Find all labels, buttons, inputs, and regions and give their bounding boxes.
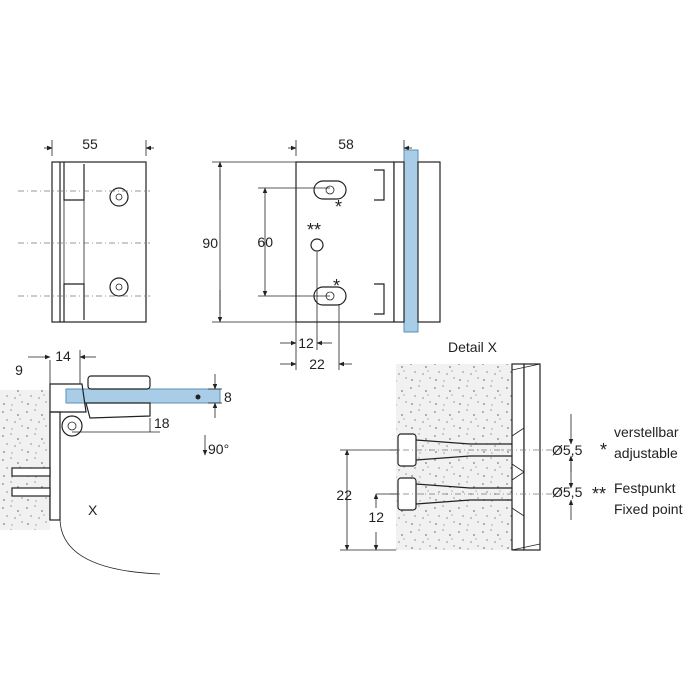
side-height-dim: 90 xyxy=(202,235,218,251)
top-dim-18: 18 xyxy=(154,415,170,431)
legend-star-2: ** xyxy=(592,484,606,504)
hinge-pivot xyxy=(61,415,83,437)
top-dim-9: 9 xyxy=(15,362,23,378)
top-view: 14 9 8 18 90° X xyxy=(0,348,232,575)
diameter-dim-1: Ø5,5 xyxy=(552,442,583,458)
top-dim-14: 14 xyxy=(55,348,71,364)
top-dim-8: 8 xyxy=(224,389,232,405)
legend-adjustable-en: adjustable xyxy=(614,445,678,461)
legend-fixed-de: Festpunkt xyxy=(614,480,676,496)
detail-dim-12: 12 xyxy=(368,509,384,525)
side-width-dim: 58 xyxy=(338,136,354,152)
detail-dim-22: 22 xyxy=(336,487,352,503)
adjustable-mark-top: * xyxy=(335,197,342,217)
front-view: 55 xyxy=(18,136,154,323)
fixed-mark: ** xyxy=(307,220,321,240)
detail-title: Detail X xyxy=(448,339,498,355)
fixed-hole xyxy=(310,238,324,252)
detail-marker-x: X xyxy=(88,502,98,518)
offset-dim-12: 12 xyxy=(298,335,314,351)
diameter-dim-2: Ø5,5 xyxy=(552,484,583,500)
opening-angle: 90° xyxy=(208,441,229,457)
front-hole-top xyxy=(109,187,129,207)
legend-adjustable-de: verstellbar xyxy=(614,424,679,440)
offset-dim-22: 22 xyxy=(309,356,325,372)
legend-fixed-en: Fixed point xyxy=(614,501,683,517)
adjustable-mark-bottom: * xyxy=(333,276,340,296)
front-width-dim: 55 xyxy=(82,136,98,152)
legend-star-1: * xyxy=(600,440,607,460)
detail-x: Detail X Ø5,5 Ø5,5 22 12 * xyxy=(336,339,683,551)
hole-spacing-dim: 60 xyxy=(257,234,273,250)
slot-hole-top xyxy=(313,180,347,200)
glass-panel xyxy=(403,149,419,333)
side-view: 58 * ** * 90 60 xyxy=(202,136,441,372)
